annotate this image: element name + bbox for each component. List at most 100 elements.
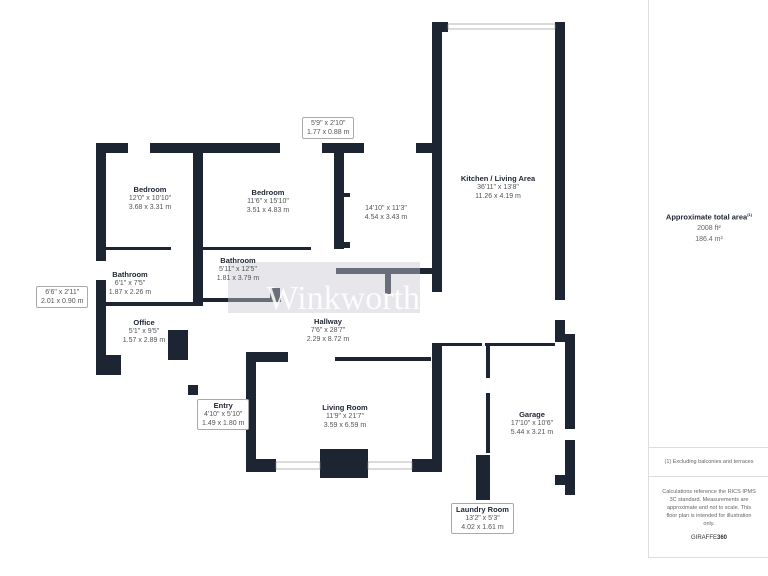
room-dim-metric: 1.81 x 3.79 m (216, 275, 260, 282)
room-dim-metric: 4.02 x 1.61 m (461, 524, 504, 531)
wall (264, 143, 268, 153)
info-panel: Approximate total area(1) 2008 ft² 186.4… (648, 0, 768, 558)
room-dim-metric: 1.87 x 2.26 m (108, 289, 152, 296)
room-dim-imperial: 36'11" x 13'8" (477, 184, 519, 191)
room-name: Laundry Room (456, 505, 509, 514)
room-label-closet-top: 5'9" x 2'10" 1.77 x 0.88 m (302, 117, 355, 139)
room-dim-imperial: 11'6" x 15'10" (247, 198, 289, 205)
wall (322, 143, 364, 153)
room-dim-imperial: 12'0" x 10'10" (128, 195, 172, 202)
room-name: Hallway (314, 317, 342, 326)
wall (385, 274, 391, 294)
room-name: Garage (519, 410, 545, 419)
wall (193, 143, 203, 303)
room-dim-metric: 1.57 x 2.89 m (122, 337, 166, 344)
wall (432, 22, 448, 32)
room-dim-imperial: 7'6" x 28'7" (310, 327, 346, 334)
room-dim-metric: 2.01 x 0.90 m (41, 298, 84, 305)
room-dim-metric: 3.51 x 4.83 m (246, 207, 290, 214)
room-name: Bedroom (251, 188, 285, 197)
wall (336, 268, 432, 274)
window (447, 23, 556, 30)
area-title-footnote-mark: (1) (747, 212, 753, 217)
room-name: Office (133, 318, 155, 327)
area-title: Approximate total area(1) (649, 211, 768, 222)
room-dim-imperial: 6'1" x 7'5" (114, 280, 146, 287)
wall (96, 280, 106, 375)
room-dim-imperial: 5'11" x 12'5" (219, 266, 257, 273)
wall (485, 343, 555, 346)
room-dim-imperial: 4'10" x 5'10" (204, 411, 243, 418)
area-title-text: Approximate total area (665, 212, 748, 222)
wall (320, 449, 368, 478)
wall (486, 343, 490, 378)
wall (246, 459, 276, 472)
wall (334, 153, 344, 249)
room-dim-imperial: 11'9" x 21'7" (326, 413, 364, 420)
wall (565, 334, 575, 429)
wall (432, 343, 442, 468)
wall (432, 22, 442, 292)
room-dim-imperial: 6'6" x 2'11" (45, 289, 80, 296)
watermark: Winkworth (228, 262, 420, 313)
room-name: Bedroom (133, 185, 167, 194)
wall (412, 459, 442, 472)
wall (246, 352, 288, 362)
room-dim-metric: 3.59 x 6.59 m (323, 422, 367, 429)
room-name: Bathroom (220, 256, 256, 265)
room-name: Bathroom (112, 270, 148, 279)
wall (106, 247, 171, 250)
window (367, 461, 413, 470)
area-m: 186.4 m² (695, 236, 723, 243)
room-name: Entry (213, 401, 233, 410)
wall (334, 242, 350, 248)
room-dim-metric: 5.44 x 3.21 m (510, 429, 554, 436)
wall (476, 455, 490, 500)
room-dim-imperial: 5'9" x 2'10" (310, 120, 346, 127)
area-ft: 2008 ft² (697, 225, 721, 232)
footnote: (1) Excluding balconies and terraces (649, 447, 768, 477)
room-dim-metric: 3.68 x 3.31 m (128, 204, 172, 211)
wall (246, 352, 256, 472)
brand-number: 360 (717, 535, 728, 541)
room-dim-metric: 11.26 x 4.19 m (475, 193, 521, 200)
wall (565, 440, 575, 495)
wall (188, 385, 198, 395)
room-name: Living Room (322, 403, 368, 412)
wall (486, 393, 490, 453)
wall (168, 330, 188, 360)
wall (334, 193, 350, 197)
wall (270, 288, 280, 300)
wall (96, 143, 128, 153)
wall (416, 143, 442, 153)
room-dim-imperial: 13'2" x 5'3" (465, 515, 500, 522)
brand-text: GIRAFFE (690, 535, 717, 541)
wall (555, 320, 565, 342)
room-dim-imperial: 5'1" x 9'5" (128, 328, 160, 335)
wall (96, 143, 106, 261)
room-dim-metric: 2.29 x 8.72 m (306, 336, 350, 343)
room-dim-metric: 1.49 x 1.80 m (202, 420, 245, 427)
wall (203, 247, 311, 250)
wall (193, 280, 203, 306)
room-label-room-3: 14'10" x 11'3"4.54 x 3.43 m (365, 204, 407, 222)
disclaimer: Calculations reference the RICS IPMS 3C … (662, 489, 756, 527)
wall (150, 143, 280, 153)
window (275, 461, 321, 470)
room-dim-imperial: 14'10" x 11'3" (365, 205, 407, 212)
room-name: Kitchen / Living Area (460, 174, 536, 183)
wall (335, 357, 431, 361)
room-dim-metric: 1.77 x 0.88 m (307, 129, 350, 136)
wall (555, 22, 565, 300)
